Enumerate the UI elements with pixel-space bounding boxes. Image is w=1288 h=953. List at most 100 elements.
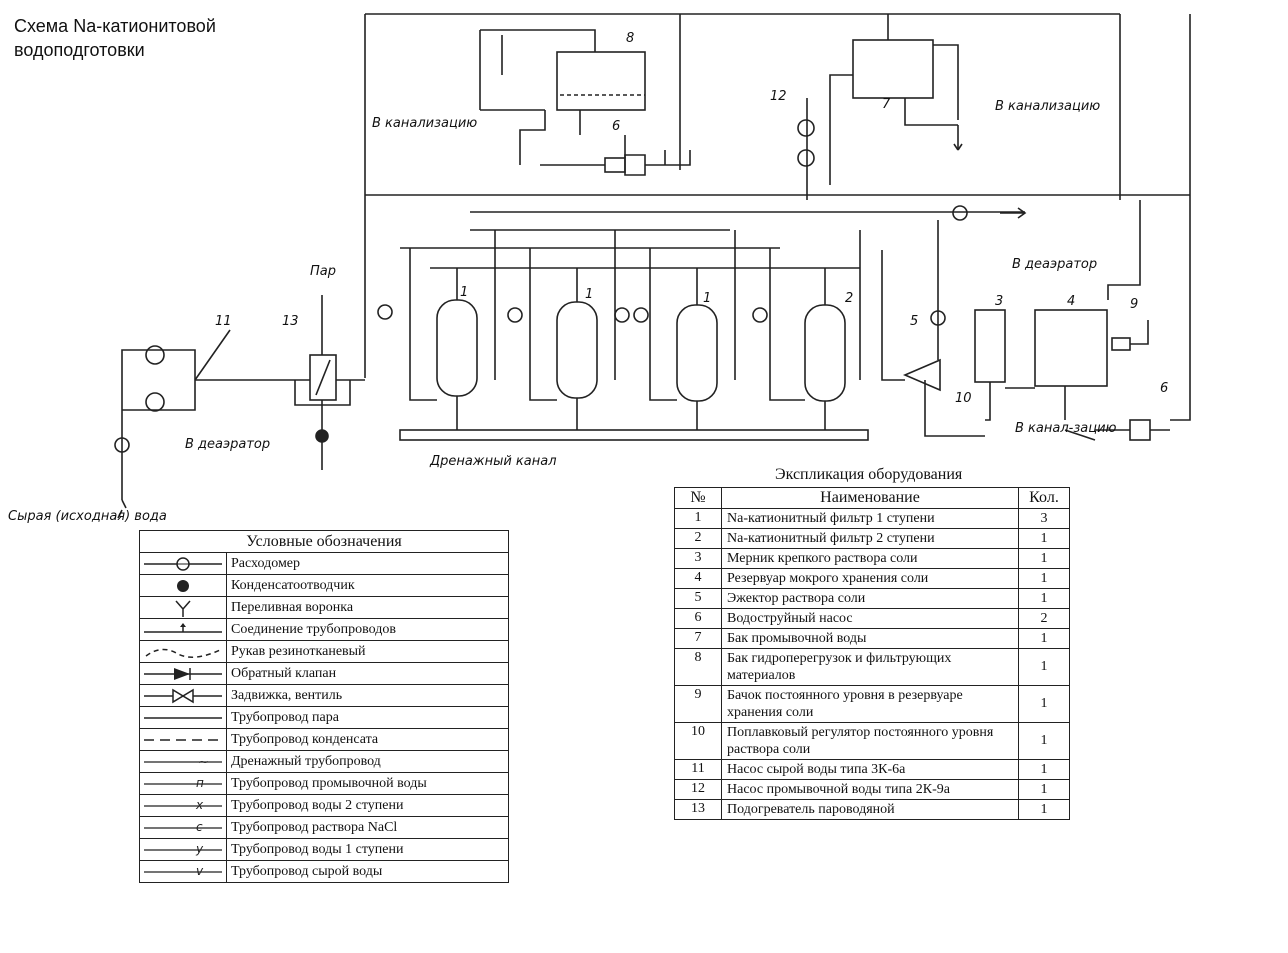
- explication-num: 5: [674, 588, 722, 609]
- explication-name: Эжектор раствора соли: [721, 588, 1019, 609]
- legend-row: Обратный клапан: [139, 662, 509, 685]
- legend-row: Переливная воронка: [139, 596, 509, 619]
- explication-name: Мерник крепкого раствора соли: [721, 548, 1019, 569]
- title-line-1: Схема Na-катионитовой: [14, 16, 216, 36]
- explication-name: Насос сырой воды типа 3К-6а: [721, 759, 1019, 780]
- equipment-number-2: 2: [845, 291, 853, 306]
- legend-label: Конденсатоотводчик: [226, 574, 509, 597]
- explication-header-name: Наименование: [721, 487, 1019, 509]
- explication-qty: 3: [1018, 508, 1070, 529]
- explication-num: 11: [674, 759, 722, 780]
- explication-qty: 1: [1018, 628, 1070, 649]
- label-to-deaerator-1: В деаэратор: [1012, 257, 1097, 272]
- legend-label: Трубопровод сырой воды: [226, 860, 509, 883]
- filter-1b: [556, 301, 598, 399]
- label-to-sewer-3: В канал-зацию: [1015, 421, 1117, 436]
- legend-label: Рукав резинотканевый: [226, 640, 509, 663]
- tank-8: [556, 51, 646, 111]
- equipment-number-4: 4: [1067, 294, 1075, 309]
- overflow-funnel-icon: [139, 596, 227, 619]
- label-steam: Пар: [310, 264, 336, 279]
- filter-1a: [436, 299, 478, 397]
- heater-13: [309, 354, 337, 401]
- explication-num: 3: [674, 548, 722, 569]
- legend-label: Трубопровод воды 2 ступени: [226, 794, 509, 817]
- legend-title: Условные обозначения: [139, 530, 509, 553]
- equipment-number-12: 12: [770, 89, 787, 104]
- explication-num: 9: [674, 685, 722, 723]
- equipment-number-6a: 6: [612, 119, 620, 134]
- filter-2: [804, 304, 846, 402]
- explication-num: 12: [674, 779, 722, 800]
- svg-text:х: х: [195, 798, 204, 812]
- equipment-number-10: 10: [955, 391, 972, 406]
- explication-header-qty: Кол.: [1018, 487, 1070, 509]
- equipment-number-13: 13: [282, 314, 299, 329]
- explication-num: 6: [674, 608, 722, 629]
- explication-name: Na-катионитный фильтр 2 ступени: [721, 528, 1019, 549]
- explication-qty: 1: [1018, 759, 1070, 780]
- explication-name: Водоструйный насос: [721, 608, 1019, 629]
- legend-row: Рукав резинотканевый: [139, 640, 509, 663]
- rubber-hose-icon: [139, 640, 227, 663]
- equipment-number-5: 5: [910, 314, 918, 329]
- explication-qty: 1: [1018, 685, 1070, 723]
- gate-valve-icon: [139, 684, 227, 707]
- legend-row: Задвижка, вентиль: [139, 684, 509, 707]
- legend-label: Задвижка, вентиль: [226, 684, 509, 707]
- legend-label: Расходомер: [226, 552, 509, 575]
- explication-name: Насос промывочной воды типа 2К-9а: [721, 779, 1019, 800]
- label-to-sewer-1: В канализацию: [372, 116, 477, 131]
- condensate-pipe-icon: [139, 728, 227, 751]
- legend-label: Трубопровод раствора NaCl: [226, 816, 509, 839]
- raw-water-header: [364, 13, 1121, 378]
- equipment-number-1b: 1: [585, 287, 593, 302]
- explication-qty: 1: [1018, 779, 1070, 800]
- legend-row: Трубопровод пара: [139, 706, 509, 729]
- pipe-joint-icon: [139, 618, 227, 641]
- title-line-2: водоподготовки: [14, 40, 145, 60]
- explication-qty: 1: [1018, 648, 1070, 686]
- legend-label: Трубопровод промывочной воды: [226, 772, 509, 795]
- tank-7: [852, 39, 934, 99]
- explication-name: Поплавковый регулятор постоянного уровня…: [721, 722, 1019, 760]
- explication-num: 8: [674, 648, 722, 686]
- pump-12: [797, 119, 815, 137]
- drain-pipe-icon: ~: [139, 750, 227, 773]
- label-raw-water: Сырая (исходная) вода: [8, 509, 167, 524]
- equipment-number-3: 3: [995, 294, 1003, 309]
- explication-num: 2: [674, 528, 722, 549]
- legend-row: Конденсатоотводчик: [139, 574, 509, 597]
- check-valve-icon: [139, 662, 227, 685]
- legend-row: ~Дренажный трубопровод: [139, 750, 509, 773]
- pump-6-bottom: [1129, 419, 1151, 441]
- pump-6-top: [540, 150, 691, 176]
- legend-label: Трубопровод конденсата: [226, 728, 509, 751]
- explication-title: Экспликация оборудования: [775, 466, 963, 483]
- explication-num: 4: [674, 568, 722, 589]
- explication-qty: 1: [1018, 528, 1070, 549]
- explication-qty: 2: [1018, 608, 1070, 629]
- nacl-pipe-icon: с: [139, 816, 227, 839]
- legend-label: Дренажный трубопровод: [226, 750, 509, 773]
- label-to-sewer-2: В канализацию: [995, 99, 1100, 114]
- svg-text:с: с: [196, 820, 203, 834]
- explication-name: Бак гидроперегрузок и фильтрующих матери…: [721, 648, 1019, 686]
- stage2-water-pipe-icon: х: [139, 794, 227, 817]
- equipment-number-9: 9: [1130, 297, 1138, 312]
- flowmeter-icon: [139, 552, 227, 575]
- legend-label: Трубопровод пара: [226, 706, 509, 729]
